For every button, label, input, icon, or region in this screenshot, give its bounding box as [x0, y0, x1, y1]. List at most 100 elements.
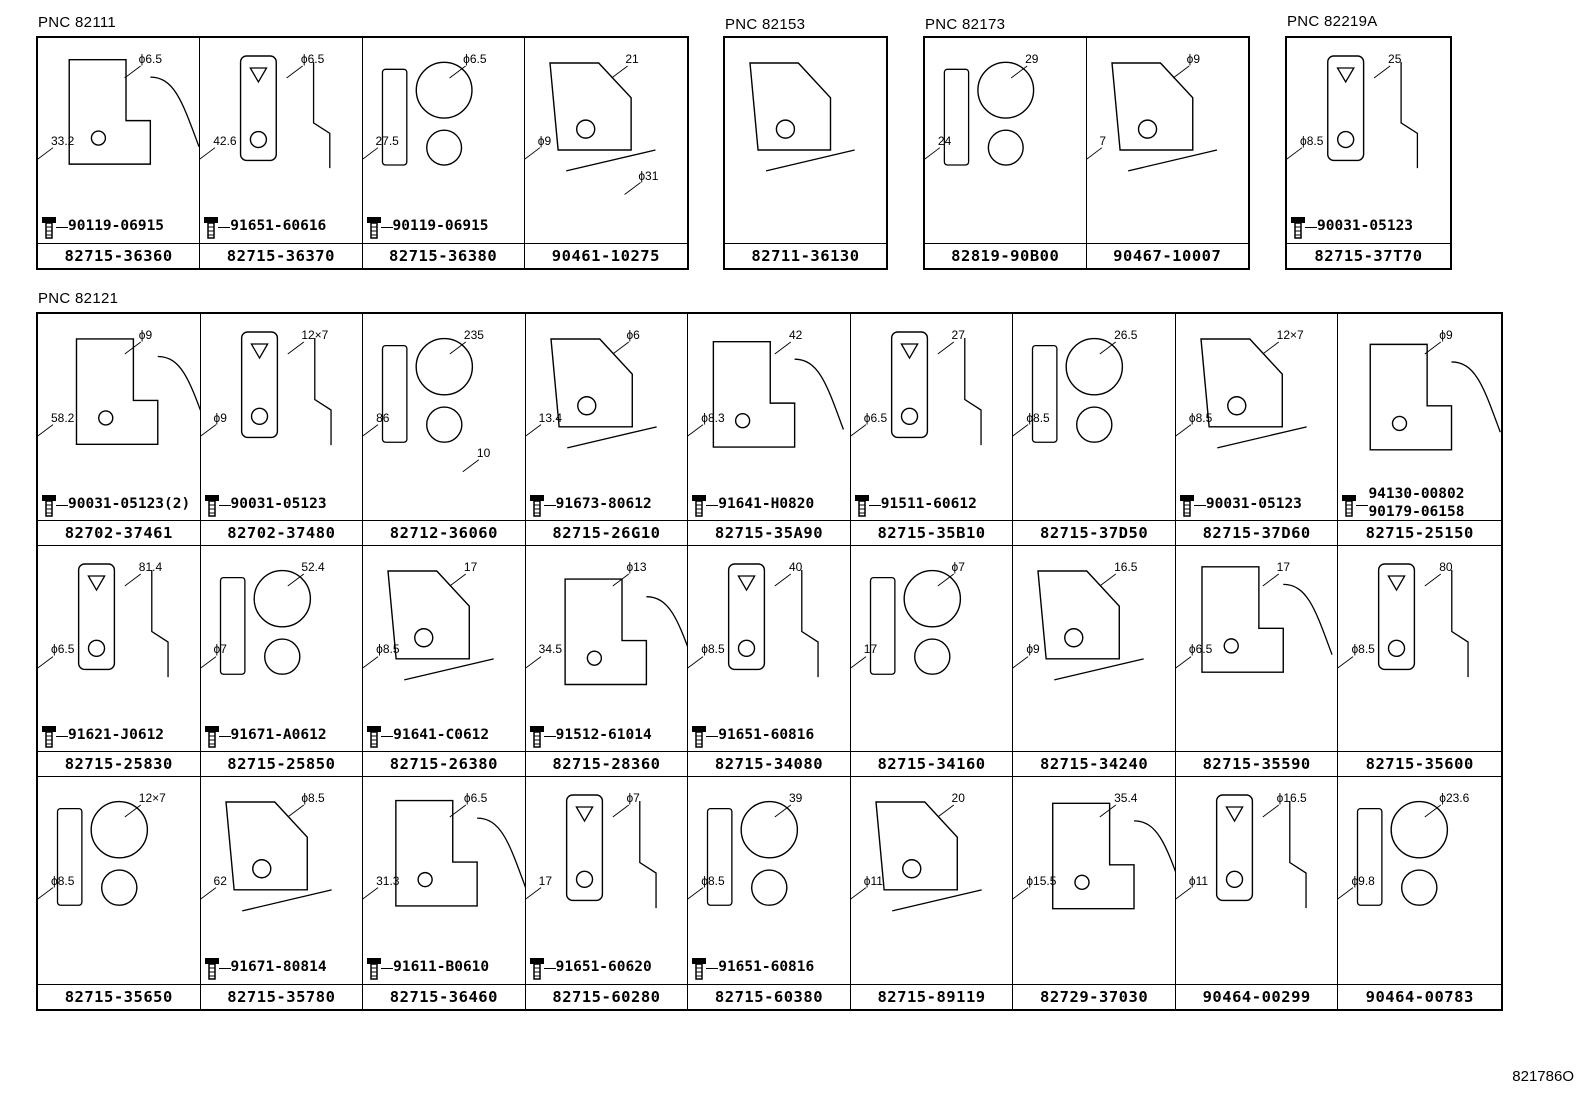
- nut-part-number: 90179-06158: [1368, 503, 1465, 520]
- part-number: 82715-60280: [525, 984, 688, 1009]
- part-number: 82702-37480: [200, 519, 363, 545]
- bolt-part-number: 91651-60816: [718, 727, 815, 744]
- dimension-label: ϕ15.5: [1026, 873, 1057, 888]
- part-number: 82712-36060: [363, 519, 525, 545]
- part-drawing: [925, 61, 1035, 166]
- part-number: 82715-37D60: [1175, 519, 1338, 545]
- bolt-leader-line: [1356, 504, 1369, 506]
- dimension-label: 17: [863, 642, 878, 657]
- bolt-icon: [204, 726, 219, 749]
- part-number: 90464-00299: [1175, 984, 1338, 1009]
- bolt-icon: [854, 494, 869, 517]
- part-number: 82715-89119: [850, 984, 1013, 1009]
- dimension-label: ϕ31: [638, 168, 659, 183]
- part-drawing: [363, 337, 480, 473]
- dimension-label: ϕ6.5: [300, 52, 325, 66]
- dimension-label: 81.4: [138, 559, 163, 574]
- bolt-part-number: 91611-B0610: [393, 958, 490, 975]
- bolt-leader-line: [543, 736, 556, 738]
- bolt-leader-line: [706, 967, 719, 969]
- bolt-icon: [204, 494, 219, 517]
- part-number: 82715-35600: [1338, 751, 1501, 776]
- part-number: 82715-37T70: [1287, 243, 1450, 268]
- bolt-part-number: 91673-80612: [555, 495, 652, 512]
- part-drawing: [850, 331, 982, 446]
- dimension-label: ϕ7: [951, 559, 965, 574]
- dimension-label: ϕ8.5: [1351, 642, 1375, 657]
- part-number: 82715-35650: [38, 984, 200, 1009]
- part-drawing: [688, 340, 845, 448]
- part-drawing: [363, 569, 494, 681]
- part-number: 82715-37D50: [1013, 519, 1175, 545]
- dimension-label: 27: [951, 328, 965, 342]
- pnc-label-82153: PNC 82153: [725, 16, 806, 33]
- bolt-icon: [692, 957, 707, 980]
- dimension-label: ϕ11: [1188, 873, 1209, 888]
- part-drawing: [1086, 62, 1217, 172]
- part-drawing: [850, 801, 982, 912]
- part-drawing: [1175, 794, 1307, 909]
- bolt-icon: [1342, 494, 1357, 517]
- bolt-leader-line: [706, 736, 719, 738]
- dimension-label: 40: [789, 559, 803, 574]
- dimension-label: 13.4: [538, 410, 563, 425]
- part-number: 82715-34240: [1013, 751, 1175, 776]
- part-cell: ϕ16.5 ϕ11 90464-00299: [1175, 777, 1339, 1009]
- bolt-part-number: 90119-06915: [392, 218, 489, 234]
- bolt-part-number: 91651-60616: [230, 218, 327, 234]
- dimension-label: 34.5: [538, 642, 563, 657]
- dimension-label: ϕ8.5: [1026, 410, 1050, 425]
- bolt-part-number: 90031-05123: [1205, 495, 1302, 512]
- part-drawing: [1369, 341, 1501, 451]
- part-number: 90464-00783: [1338, 984, 1501, 1009]
- pnc-label-82173: PNC 82173: [925, 16, 1006, 33]
- bolt-leader-line: [218, 736, 231, 738]
- part-drawing: [362, 61, 473, 166]
- dimension-label: ϕ6.5: [51, 642, 75, 657]
- part-drawing: [688, 562, 819, 677]
- part-drawing: [200, 55, 331, 169]
- dimension-label: ϕ7: [626, 791, 640, 806]
- part-drawing: [1338, 562, 1470, 677]
- dimension-label: 12×7: [138, 791, 166, 806]
- bolt-icon: [42, 494, 56, 517]
- pnc-label-82219a: PNC 82219A: [1287, 13, 1378, 30]
- bolt-leader-line: [380, 227, 393, 228]
- dimension-label: ϕ6: [626, 328, 640, 342]
- dimension-label: 7: [1099, 133, 1107, 148]
- dimension-label: ϕ8.5: [1188, 410, 1213, 425]
- dimension-label: ϕ6.5: [138, 52, 162, 66]
- dimension-label: 20: [951, 791, 965, 806]
- part-drawing: [525, 573, 688, 685]
- dimension-label: 52.4: [301, 559, 325, 574]
- dimension-label: ϕ9: [213, 410, 227, 425]
- bolt-leader-line: [706, 504, 719, 506]
- dimension-label: ϕ8.5: [51, 873, 75, 888]
- bolt-leader-line: [218, 967, 231, 969]
- dimension-label: ϕ9: [1026, 642, 1040, 657]
- part-drawing: [850, 569, 961, 675]
- part-drawing: [1013, 569, 1145, 681]
- part-number: 90467-10007: [1086, 243, 1248, 268]
- part-number: 82715-26380: [363, 751, 525, 776]
- bolt-icon: [692, 726, 707, 749]
- dimension-label: ϕ8.5: [1300, 133, 1324, 148]
- dimension-label: 17: [463, 559, 478, 574]
- dimension-label: ϕ16.5: [1276, 791, 1307, 806]
